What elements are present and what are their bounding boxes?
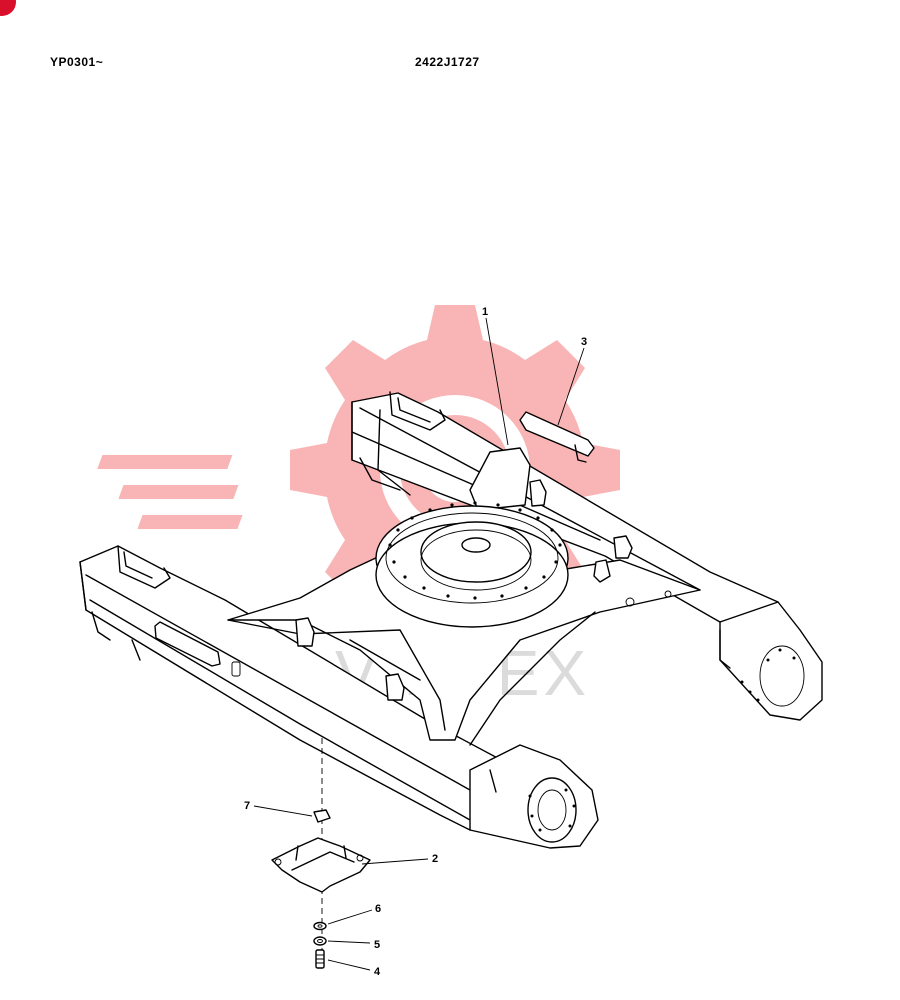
washer-part xyxy=(313,921,327,931)
bolt-part xyxy=(315,949,325,969)
shim-part xyxy=(313,809,331,823)
nut-part xyxy=(313,936,327,946)
model-range-label: YP0301~ xyxy=(50,55,104,69)
bearing-bolt-holes xyxy=(388,501,562,600)
callout-3: 3 xyxy=(581,336,587,348)
track-frame-part xyxy=(79,391,823,849)
guard-plate-part xyxy=(519,411,595,463)
callout-5: 5 xyxy=(374,939,380,951)
callout-leaders xyxy=(253,317,585,971)
callout-7: 7 xyxy=(244,800,250,812)
mount-bracket-part xyxy=(271,837,371,893)
callout-2: 2 xyxy=(432,853,438,865)
drawing-number-label: 2422J1727 xyxy=(415,55,480,69)
callout-4: 4 xyxy=(374,966,381,978)
callout-1: 1 xyxy=(482,306,488,318)
callout-6: 6 xyxy=(375,903,381,915)
